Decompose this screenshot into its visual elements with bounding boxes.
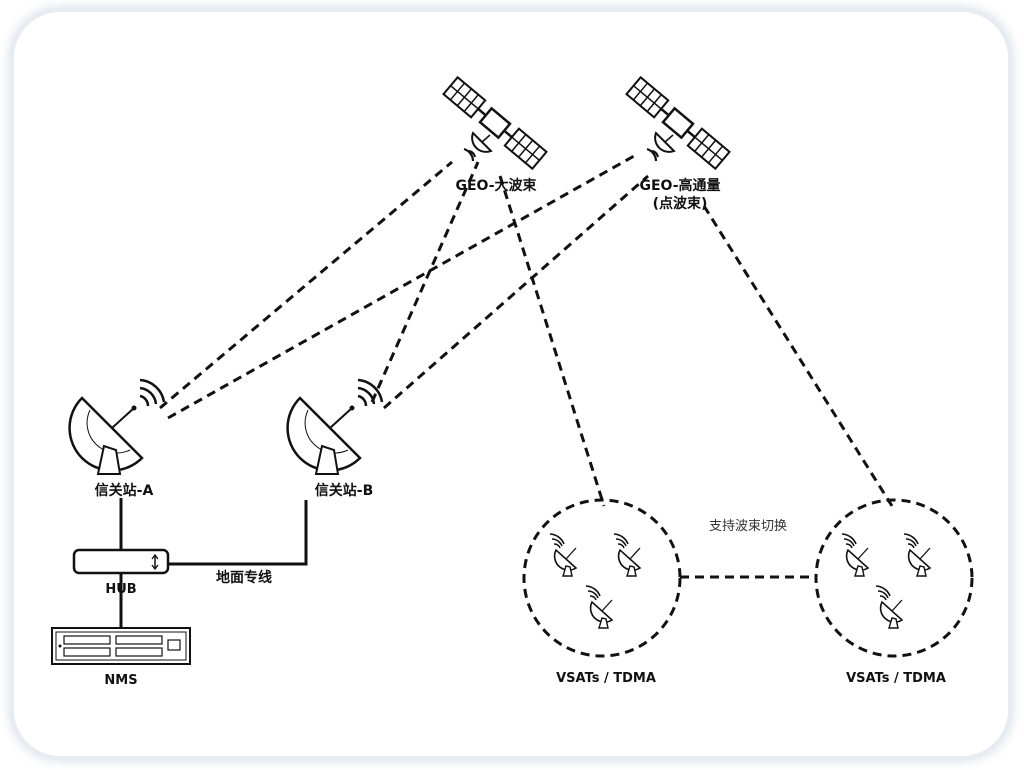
- gateway-a-label: 信关站-A: [94, 483, 154, 499]
- vsat-group-right-circle: [814, 498, 974, 658]
- vsat-group-right: [841, 533, 931, 629]
- nms-server-icon: [51, 627, 191, 665]
- link-gatewayB-geo-wide: [370, 161, 480, 403]
- vsat-group-right-label: VSATs / TDMA: [846, 671, 946, 686]
- vsat-dish-icon: [613, 533, 641, 577]
- link-gatewayA-geo-wide: [159, 160, 453, 410]
- geo-wide-label: GEO-大波束: [455, 178, 537, 194]
- hub-label: HUB: [105, 582, 137, 597]
- vsat-group-left-circle: [522, 498, 682, 658]
- vsat-dish-icon: [841, 533, 869, 577]
- link-geo-hts-vsat-right: [702, 205, 894, 507]
- hub-device-icon: [72, 548, 170, 575]
- gateway-a-dish-icon: [68, 378, 166, 476]
- gateway-b-label: 信关站-B: [314, 483, 374, 499]
- gateway-b-dish-icon: [286, 378, 384, 476]
- vsat-dish-icon: [903, 533, 931, 577]
- geo-hts-sublabel: (点波束): [652, 196, 708, 212]
- geo-hts-label: GEO-高通量: [639, 178, 721, 194]
- satellite-geo-wide-icon: [442, 76, 548, 170]
- satellite-links: [159, 154, 894, 579]
- ground-link-label: 地面专线: [216, 570, 272, 586]
- vsat-dish-icon: [585, 585, 613, 629]
- vsat-group-left: [549, 533, 641, 629]
- beam-switch-label: 支持波束切换: [708, 519, 788, 534]
- satellite-geo-hts-icon: [625, 76, 731, 170]
- link-gatewayB-geo-hts: [383, 174, 649, 410]
- vsat-dish-icon: [875, 585, 903, 629]
- vsat-group-left-label: VSATs / TDMA: [556, 671, 656, 686]
- wire-hub-gatewayB: [168, 500, 308, 566]
- wired-links: [119, 498, 308, 628]
- link-geo-wide-vsat-left: [498, 175, 606, 507]
- vsat-dish-icon: [549, 533, 577, 577]
- nms-label: NMS: [104, 673, 138, 688]
